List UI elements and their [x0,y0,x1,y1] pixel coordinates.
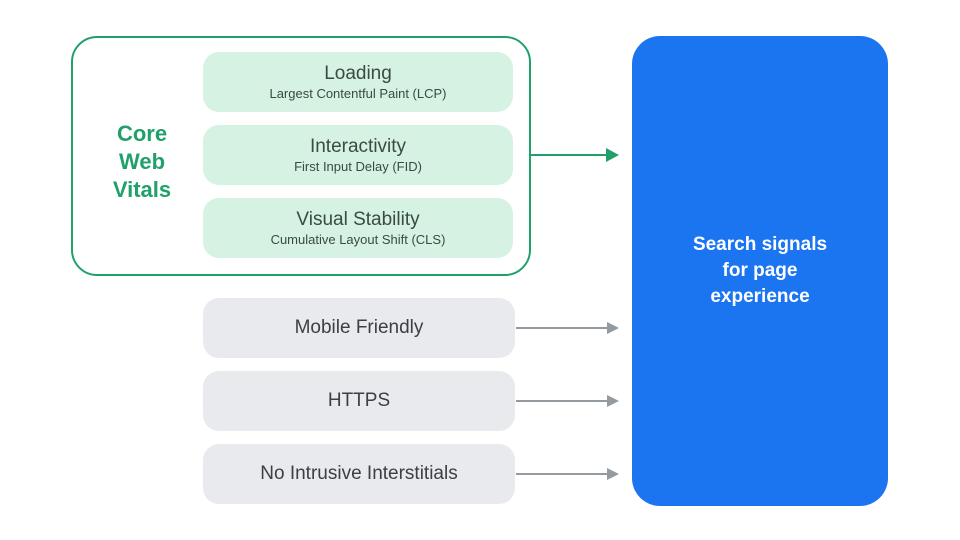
vital-title: Visual Stability [296,209,420,230]
arrow-head [606,148,619,162]
core-web-vitals-label-line: Vitals [112,177,172,202]
vital-subtitle: Largest Contentful Paint (LCP) [269,86,447,101]
vital-pill-interactivity: Interactivity First Input Delay (FID) [203,125,513,185]
vital-subtitle: Cumulative Layout Shift (CLS) [270,232,446,247]
vital-pill-loading: Loading Largest Contentful Paint (LCP) [203,52,513,112]
arrow-shaft [516,327,607,329]
arrow-head [607,468,619,480]
core-web-vitals-label-line: Core [116,121,168,146]
signal-pill-no-intrusive-interstitials: No Intrusive Interstitials [203,444,515,504]
arrow-shaft [516,473,607,475]
core-web-vitals-label: Core Web Vitals [80,120,204,204]
search-signals-result-box: Search signals for page experience [632,36,888,506]
signal-label: Mobile Friendly [294,317,424,338]
arrow-shaft [531,154,606,156]
arrow-head [607,322,619,334]
core-web-vitals-arrow-icon [531,148,619,162]
no-intrusive-interstitials-arrow-icon [516,468,619,480]
arrow-shaft [516,400,607,402]
signal-pill-mobile-friendly: Mobile Friendly [203,298,515,358]
signal-label: HTTPS [327,390,391,411]
search-signals-label: Search signals for page experience [692,234,828,307]
vital-pill-visual-stability: Visual Stability Cumulative Layout Shift… [203,198,513,258]
vital-subtitle: First Input Delay (FID) [294,159,422,174]
vital-title: Interactivity [309,136,407,157]
core-web-vitals-label-line: Web [118,149,166,174]
mobile-friendly-arrow-icon [516,322,619,334]
https-arrow-icon [516,395,619,407]
signal-label: No Intrusive Interstitials [260,463,458,484]
arrow-head [607,395,619,407]
vital-title: Loading [324,63,392,84]
signal-pill-https: HTTPS [203,371,515,431]
